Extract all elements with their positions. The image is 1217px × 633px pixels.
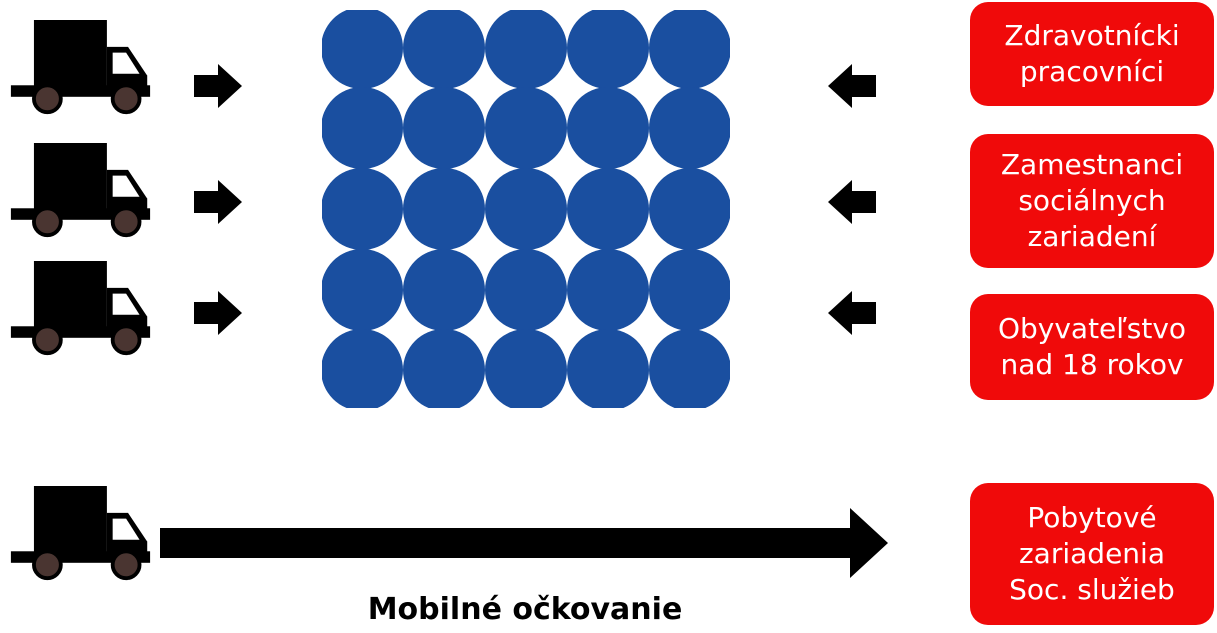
center-dot	[485, 10, 567, 89]
target-label: Pobytové zariadenia Soc. služieb	[1009, 501, 1175, 606]
center-dot	[649, 168, 730, 250]
center-dot	[485, 249, 567, 331]
arrow-left-icon	[828, 291, 876, 335]
truck-icon	[8, 20, 153, 115]
arrow-right-icon	[194, 291, 242, 335]
center-dot	[322, 87, 403, 169]
center-dot	[567, 249, 649, 331]
group-box-population: Obyvateľstvo nad 18 rokov	[970, 294, 1214, 400]
center-dot	[322, 168, 403, 250]
arrow-right-icon	[194, 180, 242, 224]
group-label: Zamestnanci sociálnych zariadení	[1000, 148, 1184, 253]
arrow-right-icon	[194, 64, 242, 108]
center-dot	[403, 329, 485, 408]
center-dot	[567, 329, 649, 408]
center-dot	[649, 249, 730, 331]
group-box-healthcare: Zdravotnícki pracovníci	[970, 2, 1214, 106]
center-dot	[322, 329, 403, 408]
mobile-caption: Mobilné očkovanie	[367, 592, 683, 627]
center-dot	[567, 168, 649, 250]
center-dot	[649, 87, 730, 169]
center-dot	[485, 329, 567, 408]
center-dot	[403, 168, 485, 250]
center-dot	[567, 10, 649, 89]
center-dot	[403, 87, 485, 169]
group-label: Obyvateľstvo nad 18 rokov	[997, 312, 1187, 381]
vaccination-centers-grid	[322, 10, 730, 408]
center-dot	[403, 249, 485, 331]
center-dot	[403, 10, 485, 89]
center-dot	[567, 87, 649, 169]
arrow-left-icon	[828, 64, 876, 108]
truck-icon	[8, 261, 153, 356]
arrow-left-icon	[828, 180, 876, 224]
center-dot	[485, 168, 567, 250]
group-box-residential-facilities: Pobytové zariadenia Soc. služieb	[970, 483, 1214, 625]
mobile-arrow-icon	[160, 508, 888, 578]
center-dot	[485, 87, 567, 169]
truck-icon	[8, 486, 153, 581]
center-dot	[649, 329, 730, 408]
truck-icon	[8, 143, 153, 238]
center-dot	[322, 10, 403, 89]
group-label: Zdravotnícki pracovníci	[1004, 19, 1180, 88]
center-dot	[322, 249, 403, 331]
group-box-social-staff: Zamestnanci sociálnych zariadení	[970, 134, 1214, 268]
center-dot	[649, 10, 730, 89]
